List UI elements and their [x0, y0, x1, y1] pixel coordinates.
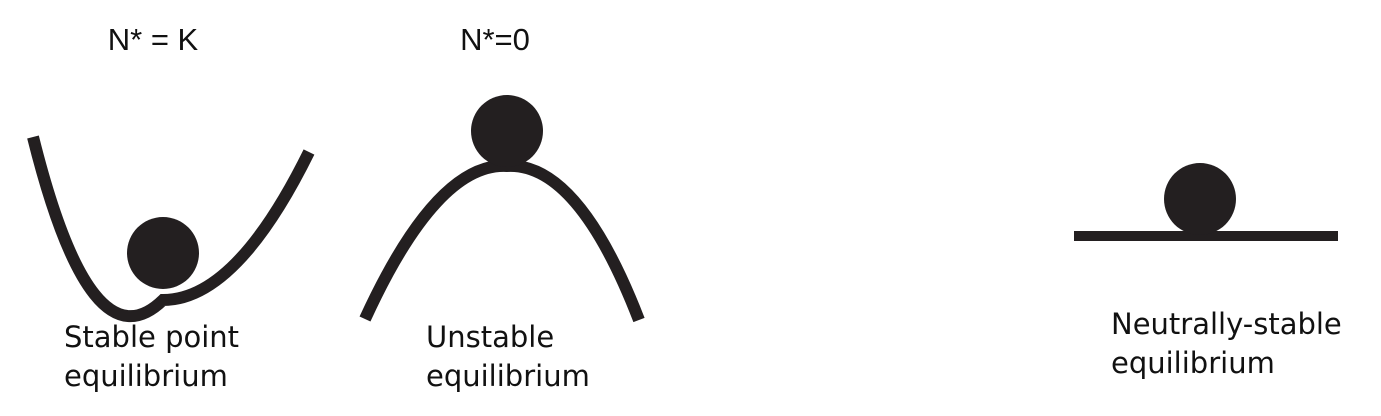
neutral-caption-line-1: Neutrally-stable	[1111, 307, 1342, 341]
neutral-equilibrium-caption: Neutrally-stable equilibrium	[1111, 305, 1342, 383]
valley-curve	[27, 135, 315, 323]
unstable-caption-line-1: Unstable	[426, 320, 555, 354]
unstable-equilibrium-caption: Unstable equilibrium	[426, 318, 590, 396]
unstable-equilibrium-value: N*=0	[460, 22, 530, 57]
stable-equilibrium-value: N* = K	[107, 22, 199, 57]
neutral-equilibrium-figure	[1074, 163, 1338, 241]
unstable-equilibrium-figure	[359, 95, 645, 323]
unstable-caption-line-2: equilibrium	[426, 359, 590, 393]
ball-in-valley	[127, 217, 199, 289]
stable-caption-line-1: Stable point	[64, 320, 240, 354]
stable-equilibrium-caption: Stable point equilibrium	[64, 318, 239, 396]
neutral-caption-line-2: equilibrium	[1111, 346, 1275, 380]
hill-curve	[359, 159, 645, 323]
stable-caption-line-2: equilibrium	[64, 359, 228, 393]
stable-equilibrium-figure	[27, 135, 315, 323]
ball-on-flat	[1164, 163, 1236, 235]
ball-on-hill	[471, 95, 543, 167]
